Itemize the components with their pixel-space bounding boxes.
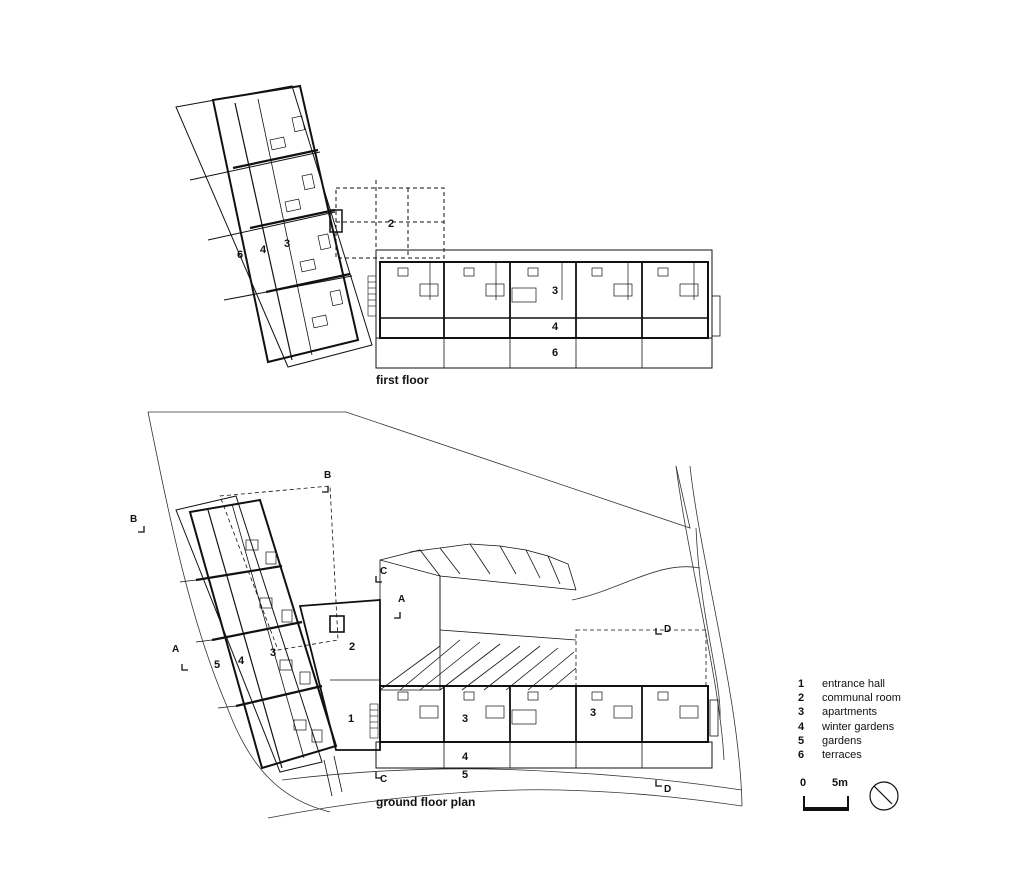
scale-bar bbox=[803, 796, 849, 811]
gf-label-apartment-1: 3 bbox=[462, 713, 468, 725]
gf-label-gardens-angled: 5 bbox=[214, 659, 220, 671]
legend-label: communal room bbox=[822, 692, 901, 705]
first-floor-straight-wing-core bbox=[379, 261, 709, 339]
legend-num: 1 bbox=[798, 678, 805, 690]
legend-num: 6 bbox=[798, 749, 805, 762]
section-a-left: A bbox=[172, 644, 179, 655]
legend-item: 1 entrance hall bbox=[798, 677, 901, 691]
section-markers bbox=[138, 486, 662, 787]
legend-num: 5 bbox=[798, 734, 805, 747]
section-c-upper: C bbox=[380, 566, 387, 577]
north-arrow-icon bbox=[869, 781, 899, 811]
ff-label-apartment-angled: 3 bbox=[284, 238, 290, 250]
ground-floor-labels: 2 5 4 3 1 3 3 4 5 bbox=[214, 641, 596, 781]
first-floor-angled-wing-core bbox=[211, 84, 360, 364]
ground-floor-communal-room bbox=[298, 599, 381, 751]
ff-label-winter-garden-straight: 4 bbox=[552, 321, 559, 333]
legend-label: terraces bbox=[822, 749, 862, 762]
section-c-lower: C bbox=[380, 774, 387, 785]
ff-label-terrace-angled: 6 bbox=[237, 249, 243, 261]
gf-label-apartment-angled: 3 bbox=[270, 647, 276, 659]
first-floor-plan bbox=[175, 84, 721, 369]
ff-label-winter-garden-angled: 4 bbox=[260, 244, 267, 256]
first-floor-labels: 2 6 4 3 3 4 6 bbox=[237, 218, 559, 359]
scale-start-label: 0 bbox=[800, 777, 806, 789]
legend: 1 entrance hall 2 communal room 3 apartm… bbox=[798, 677, 901, 762]
legend-item: 3 apartments bbox=[798, 705, 901, 719]
legend-label: gardens bbox=[822, 734, 862, 747]
legend-label: winter gardens bbox=[822, 720, 895, 733]
ground-floor-site bbox=[147, 411, 743, 819]
section-b-left: B bbox=[130, 514, 137, 525]
legend-item: 2 communal room bbox=[798, 691, 901, 705]
ground-floor-angled-wing-core bbox=[188, 498, 338, 770]
ground-floor-plan bbox=[175, 485, 719, 797]
legend-num: 4 bbox=[798, 720, 805, 733]
section-d-upper: D bbox=[664, 624, 671, 635]
legend-label: apartments bbox=[822, 706, 878, 719]
scale-end-label: 5m bbox=[832, 777, 848, 789]
ff-label-apartment-straight: 3 bbox=[552, 285, 558, 297]
section-a-right: A bbox=[398, 594, 405, 605]
legend-item: 6 terraces bbox=[798, 748, 901, 762]
gf-label-gardens-straight: 5 bbox=[462, 769, 468, 781]
section-d-lower: D bbox=[664, 784, 671, 795]
gf-label-communal: 2 bbox=[349, 641, 355, 653]
gf-label-entrance: 1 bbox=[348, 713, 354, 725]
ground-floor-straight-wing-core bbox=[379, 685, 709, 743]
first-floor-communal-room bbox=[335, 187, 445, 259]
ground-floor-title: ground floor plan bbox=[376, 795, 475, 809]
legend-num: 2 bbox=[798, 692, 805, 705]
legend-item: 5 gardens bbox=[798, 734, 901, 748]
legend-item: 4 winter gardens bbox=[798, 720, 901, 734]
ff-label-terrace-straight: 6 bbox=[552, 347, 558, 359]
ff-label-communal: 2 bbox=[388, 218, 394, 230]
ground-floor-angled-wing-outline bbox=[175, 495, 323, 773]
gf-label-winter-garden-straight: 4 bbox=[462, 751, 469, 763]
gf-label-apartment-2: 3 bbox=[590, 707, 596, 719]
legend-num: 3 bbox=[798, 706, 805, 719]
section-b-upper: B bbox=[324, 470, 331, 481]
section-marker-labels: B B A A C C D D bbox=[130, 470, 671, 795]
legend-label: entrance hall bbox=[822, 678, 885, 690]
gf-label-winter-garden-angled: 4 bbox=[238, 655, 245, 667]
first-floor-title: first floor bbox=[376, 373, 429, 387]
